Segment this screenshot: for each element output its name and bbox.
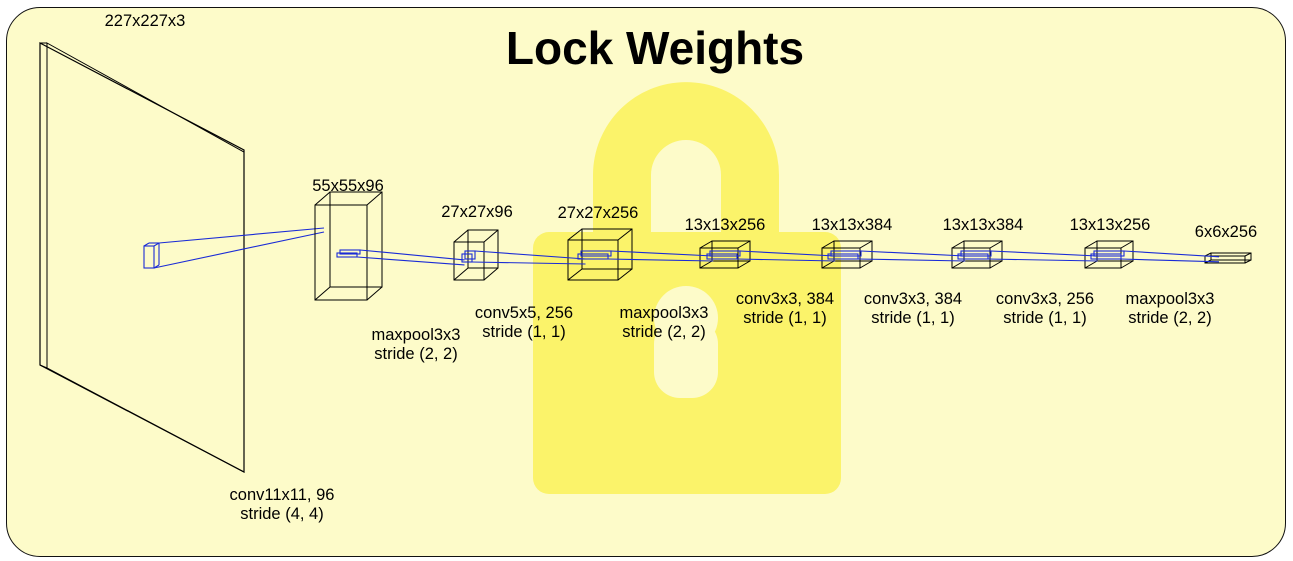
layer-stride-label: stride (1, 1) bbox=[1003, 309, 1086, 327]
feature-volume-2 bbox=[453, 229, 499, 281]
layer-size-label: 55x55x96 bbox=[312, 177, 384, 195]
kernel-1 bbox=[336, 249, 465, 266]
layer-size-label: 27x27x96 bbox=[441, 203, 513, 221]
layer-op-label: maxpool3x3 bbox=[1126, 290, 1215, 308]
layer-stride-label: stride (4, 4) bbox=[240, 505, 323, 523]
kernel-3 bbox=[577, 250, 714, 262]
input-kernel bbox=[143, 227, 325, 269]
layer-size-label: 13x13x256 bbox=[685, 216, 766, 234]
layer-op-label: conv3x3, 384 bbox=[736, 290, 834, 308]
kernel-5 bbox=[827, 250, 966, 262]
layer-op-label: conv3x3, 384 bbox=[864, 290, 962, 308]
lock-icon bbox=[533, 82, 841, 494]
kernel-4 bbox=[706, 250, 836, 262]
feature-volume-5 bbox=[821, 240, 873, 269]
kernel-6 bbox=[957, 250, 1098, 262]
kernel-2 bbox=[461, 250, 586, 265]
layer-size-label: 27x27x256 bbox=[558, 204, 639, 222]
layer-op-label: maxpool3x3 bbox=[372, 326, 461, 344]
layer-stride-label: stride (2, 2) bbox=[374, 345, 457, 363]
input-size-label: 227x227x3 bbox=[105, 12, 186, 30]
page-title: Lock Weights bbox=[506, 22, 804, 74]
layer-stride-label: stride (2, 2) bbox=[1128, 309, 1211, 327]
layer-size-label: 13x13x256 bbox=[1070, 216, 1151, 234]
layer-op-label: conv5x5, 256 bbox=[475, 304, 573, 322]
layer-stride-label: stride (1, 1) bbox=[743, 309, 826, 327]
layer-stride-label: stride (1, 1) bbox=[482, 323, 565, 341]
layer-op-label: maxpool3x3 bbox=[620, 304, 709, 322]
kernel-7 bbox=[1090, 250, 1220, 263]
layer-op-label: conv11x11, 96 bbox=[230, 486, 335, 504]
feature-volume-1 bbox=[314, 191, 383, 301]
feature-volumes bbox=[314, 191, 1252, 301]
layer-size-label: 13x13x384 bbox=[943, 216, 1024, 234]
layer-size-label: 13x13x384 bbox=[812, 216, 893, 234]
feature-volume-3 bbox=[567, 228, 633, 281]
layer-stride-label: stride (2, 2) bbox=[622, 323, 705, 341]
layer-op-label: conv3x3, 256 bbox=[996, 290, 1094, 308]
layer-size-label: 6x6x256 bbox=[1195, 223, 1257, 241]
input-plane bbox=[39, 42, 245, 473]
layer-stride-label: stride (1, 1) bbox=[871, 309, 954, 327]
